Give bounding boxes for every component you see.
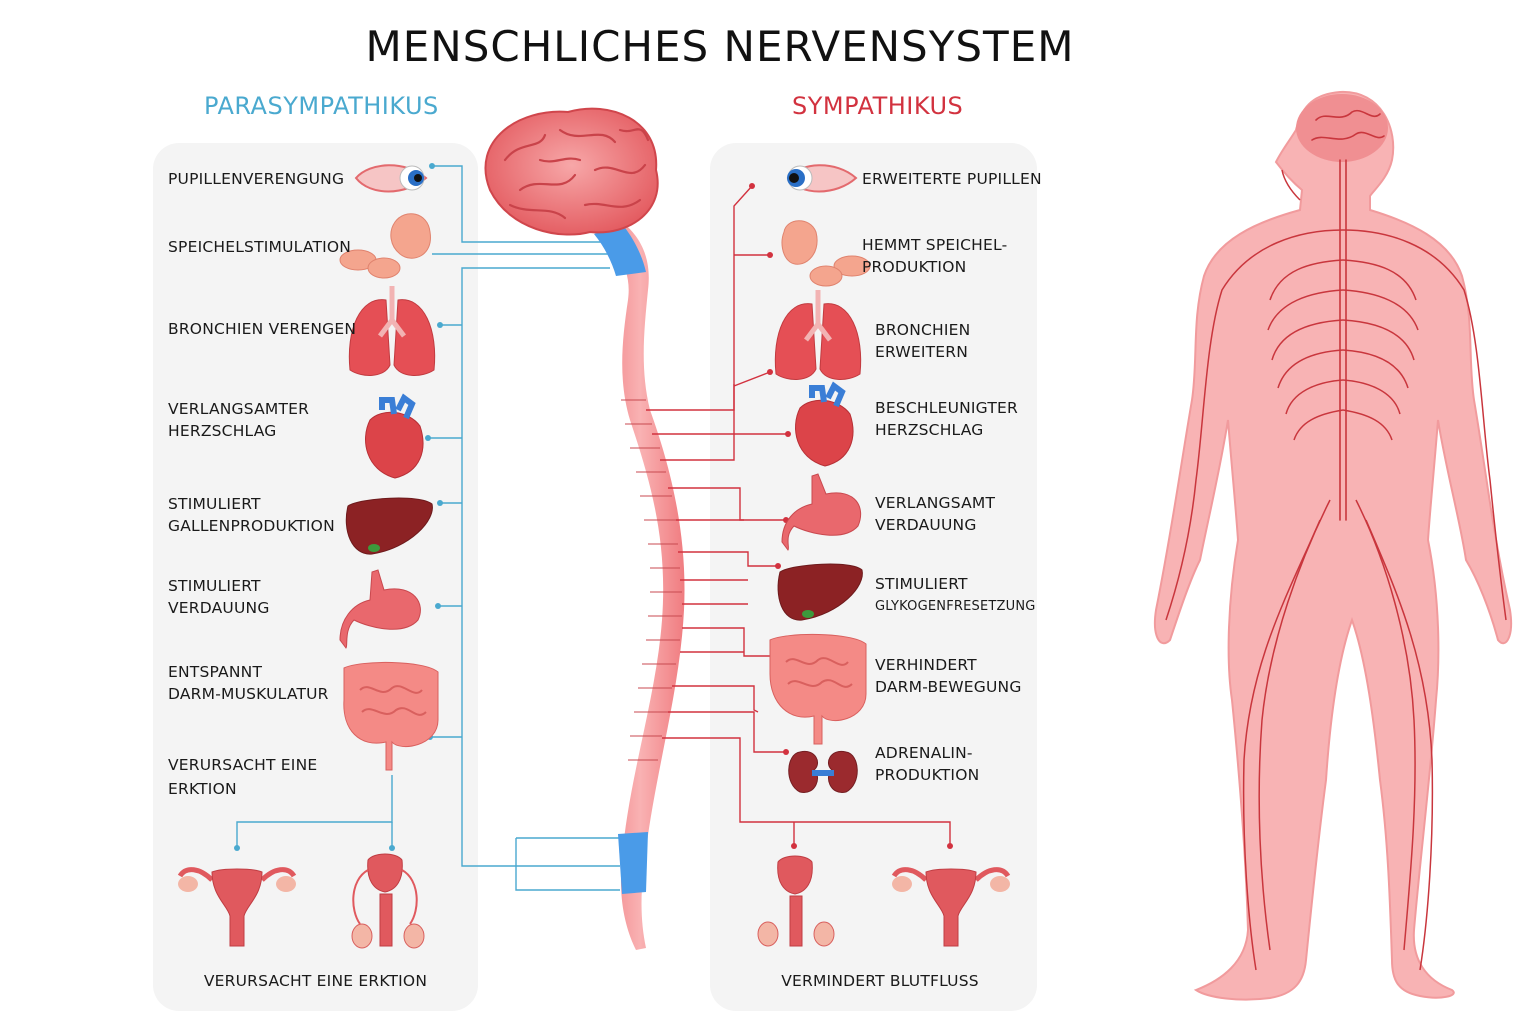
lungs-icon	[348, 286, 436, 376]
label-verhindert-darm: VERHINDERT DARM-BEWEGUNG	[875, 656, 1022, 696]
parasympathetic-connections	[236, 165, 620, 891]
male-reproductive-icon-left	[351, 853, 425, 949]
human-body-figure	[1154, 90, 1512, 1001]
heart-icon-right	[795, 381, 854, 467]
label-adrenalin: ADRENALIN- PRODUKTION	[875, 744, 980, 784]
sympathetic-connections	[646, 185, 951, 846]
label-hemmt-speichel: HEMMT SPEICHEL- PRODUKTION	[862, 236, 1008, 276]
male-reproductive-icon-right	[757, 855, 835, 947]
salivary-gland-icon	[339, 213, 431, 279]
label-bronchien-erweitern: BRONCHIEN ERWEITERN	[875, 321, 971, 361]
parasympathikus-heading: PARASYMPATHIKUS	[204, 92, 439, 120]
female-reproductive-icon-left	[177, 867, 297, 947]
label-entspannt-darm: ENTSPANNT DARM-MUSKULATUR	[168, 663, 329, 703]
label-speichelstimulation: SPEICHELSTIMULATION	[168, 238, 352, 256]
liver-icon	[345, 497, 433, 555]
intestine-icon	[343, 661, 439, 771]
female-reproductive-icon-right	[891, 867, 1011, 947]
stomach-icon-right	[781, 473, 862, 551]
label-beschleunigter-herzschlag: BESCHLEUNIGTER HERZSCHLAG	[875, 399, 1018, 439]
label-stimuliert-verdauung: STIMULIERT VERDAUUNG	[168, 577, 270, 617]
stomach-icon	[339, 569, 421, 649]
label-bottom-left: VERURSACHT EINE ERKTION	[203, 972, 428, 990]
brain-image	[484, 107, 659, 236]
spinal-cord	[594, 222, 685, 950]
label-bronchien-verengen: BRONCHIEN VERENGEN	[168, 320, 357, 338]
eye-icon	[354, 164, 428, 193]
intestine-icon-right	[769, 633, 867, 745]
liver-icon-right	[777, 563, 863, 621]
label-gallenproduktion: STIMULIERT GALLENPRODUKTION	[168, 495, 335, 535]
label-erektion-left: VERURSACHT EINE ERKTION	[168, 756, 318, 798]
page-title: MENSCHLICHES NERVENSYSTEM	[365, 22, 1075, 71]
label-verlangsamt-verdauung: VERLANGSAMT VERDAUUNG	[875, 494, 996, 534]
sympathikus-heading: SYMPATHIKUS	[792, 92, 964, 120]
label-pupillenverengung: PUPILLENVERENGUNG	[168, 170, 345, 188]
parasympathikus-panel	[153, 143, 478, 1011]
label-erweiterte-pupillen: ERWEITERTE PUPILLEN	[862, 170, 1042, 188]
salivary-gland-icon-right	[781, 220, 871, 287]
eye-icon-right	[786, 164, 858, 193]
lungs-icon-right	[774, 290, 862, 380]
label-stimuliert: STIMULIERT	[875, 575, 968, 593]
kidneys-icon	[788, 750, 858, 793]
label-verlangsamter-herzschlag: VERLANGSAMTER HERZSCHLAG	[168, 400, 310, 440]
sympathikus-panel	[710, 143, 1037, 1011]
label-glykogen: GLYKOGENFRESETZUNG	[875, 599, 1036, 614]
label-bottom-right: VERMINDERT BLUTFLUSS	[781, 972, 979, 990]
heart-icon	[365, 393, 424, 479]
